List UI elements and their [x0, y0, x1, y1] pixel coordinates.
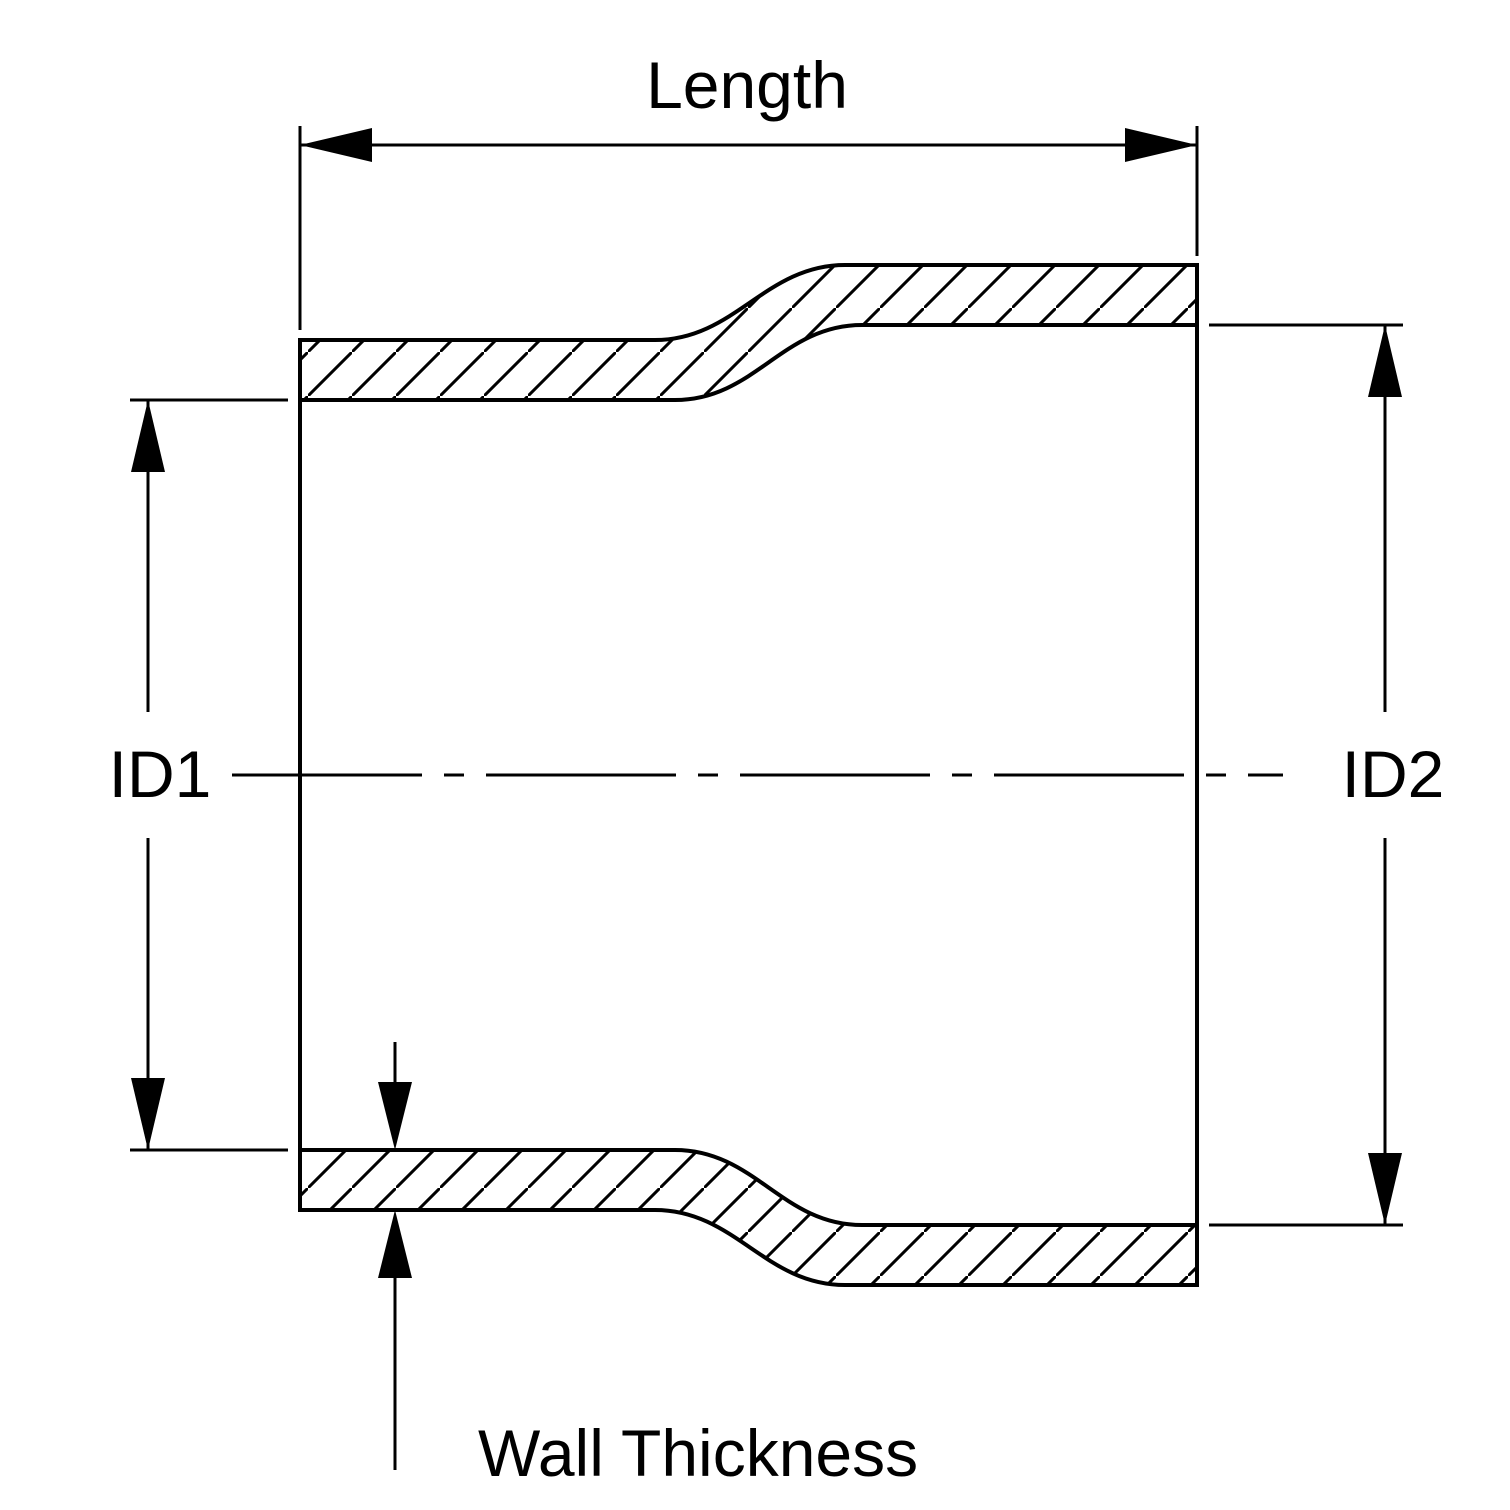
arrowhead-right-icon	[1125, 128, 1197, 162]
id1-label: ID1	[109, 737, 212, 811]
arrowhead-down-icon	[1368, 1153, 1402, 1225]
arrowhead-down-icon	[378, 1082, 412, 1150]
tube-cross-section	[232, 263, 1283, 1287]
id1-dimension: ID1	[109, 398, 288, 1152]
length-label: Length	[646, 48, 848, 122]
tube-upper-wall	[298, 263, 1199, 402]
arrowhead-up-icon	[378, 1210, 412, 1278]
arrowhead-up-icon	[131, 400, 165, 472]
id2-dimension: ID2	[1209, 323, 1445, 1227]
wall-thickness-callout: Wall Thickness	[378, 1042, 918, 1490]
arrowhead-left-icon	[300, 128, 372, 162]
length-dimension: Length	[298, 48, 1199, 330]
id2-label: ID2	[1342, 737, 1445, 811]
arrowhead-down-icon	[131, 1078, 165, 1150]
arrowhead-up-icon	[1368, 325, 1402, 397]
tube-lower-wall	[298, 1148, 1199, 1287]
wall-thickness-label: Wall Thickness	[478, 1416, 918, 1490]
